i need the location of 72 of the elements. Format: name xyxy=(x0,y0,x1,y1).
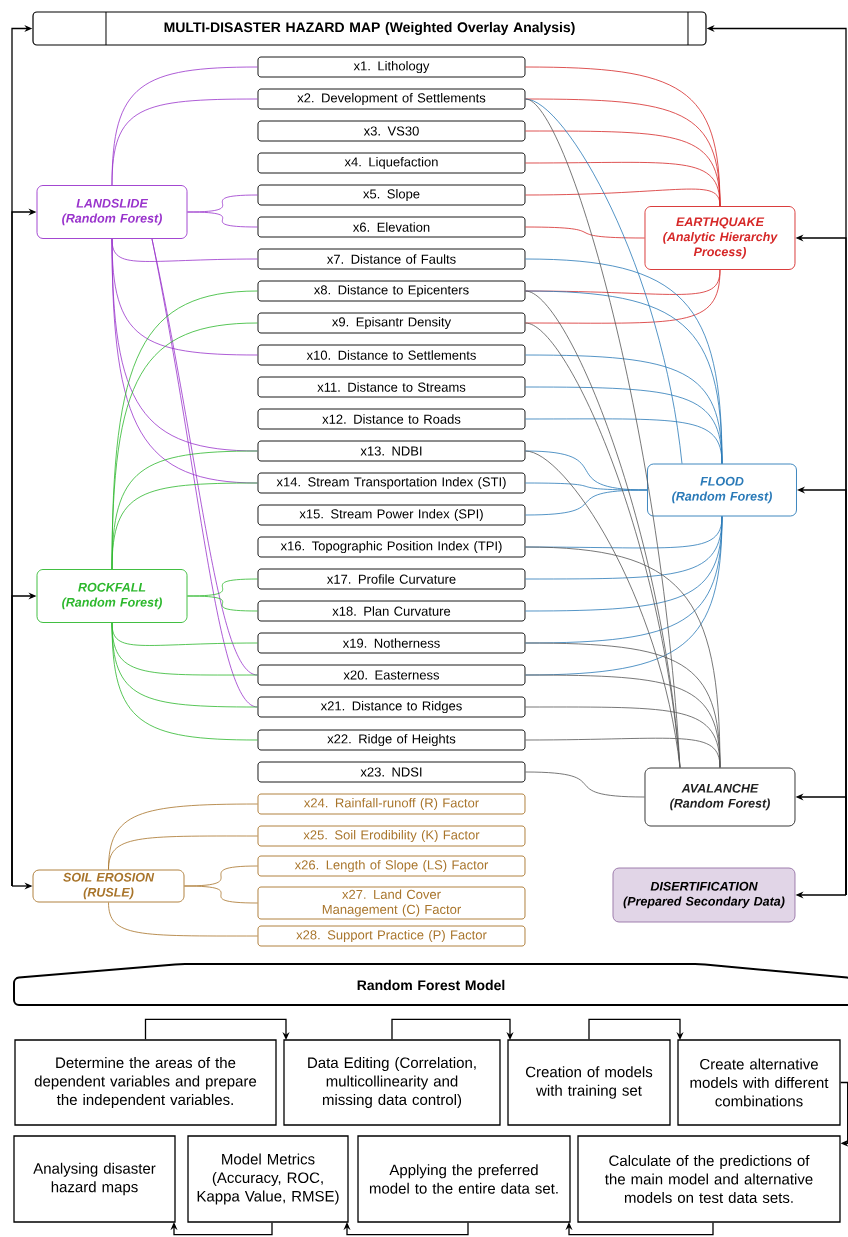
factor-box: x1. Lithology xyxy=(257,56,526,78)
hazard-box: DISERTIFICATION (Prepared Secondary Data) xyxy=(612,867,796,923)
connector-line xyxy=(525,489,648,516)
connector-line xyxy=(111,98,258,186)
factor-box: x12. Distance to Roads xyxy=(257,408,526,430)
factor-box: x18. Plan Curvature xyxy=(257,600,526,622)
hazard-box: LANDSLIDE (Random Forest) xyxy=(36,185,188,239)
process-box: Analysing disaster hazard maps xyxy=(13,1135,176,1223)
hazard-box: ROCKFALL (Random Forest) xyxy=(36,569,188,623)
arrow xyxy=(144,1018,290,1040)
factor-box: x19. Notherness xyxy=(257,632,526,654)
connector-line xyxy=(525,418,723,464)
factor-box: x7. Distance of Faults xyxy=(257,248,526,270)
process-box: Determine the areas of the dependent variables and prepare the independent variables. xyxy=(14,1039,277,1126)
process-box: Data Editing (Correlation, multicollinearity and missing data control) xyxy=(283,1039,501,1126)
connector-line xyxy=(525,98,681,768)
process-box: Calculate of the predictions of the main model and alternative models on test data sets. xyxy=(577,1135,841,1223)
factor-box: x11. Distance to Streams xyxy=(257,376,526,398)
factor-box: x4. Liquefaction xyxy=(257,152,526,174)
factor-box: x13. NDBI xyxy=(257,440,526,462)
connector-line xyxy=(525,226,645,239)
factor-box: x14. Stream Transportation Index (STI) xyxy=(257,472,526,494)
connector-line xyxy=(187,211,258,228)
factor-box: x9. Episantr Density xyxy=(257,312,526,334)
factor-box: x10. Distance to Settlements xyxy=(257,344,526,366)
connector-line xyxy=(525,269,721,324)
factor-box: x24. Rainfall-runoff (R) Factor xyxy=(257,793,526,815)
factor-box: x3. VS30 xyxy=(257,120,526,142)
factor-box: x26. Length of Slope (LS) Factor xyxy=(257,855,526,877)
factor-box: x23. NDSI xyxy=(257,761,526,783)
factor-box: x17. Profile Curvature xyxy=(257,568,526,590)
hazard-box: FLOOD (Random Forest) xyxy=(647,463,797,517)
connector-line xyxy=(525,386,723,464)
factor-box: x20. Easterness xyxy=(257,664,526,686)
connector-line xyxy=(187,595,258,612)
arrow xyxy=(565,1222,714,1236)
connector-line xyxy=(108,902,258,937)
factor-box: x22. Ridge of Heights xyxy=(257,729,526,751)
connector-line xyxy=(108,835,258,870)
connector-line xyxy=(525,161,721,207)
connector-line xyxy=(111,622,258,741)
title-box: MULTI-DISASTER HAZARD MAP (Weighted Overlay Analysis) xyxy=(32,11,707,46)
hazard-box: EARTHQUAKE (Analytic Hierarchy Process) xyxy=(644,206,796,270)
connector-line xyxy=(525,771,645,798)
factor-box: x8. Distance to Epicenters xyxy=(257,280,526,302)
connector-line xyxy=(525,737,721,768)
arrow xyxy=(840,1081,848,1147)
factor-box: x15. Stream Power Index (SPI) xyxy=(257,504,526,526)
model-banner: Random Forest Model xyxy=(13,963,848,1006)
arrow xyxy=(391,1018,514,1040)
connector-line xyxy=(525,450,681,768)
connector-line xyxy=(184,885,258,904)
process-box: Applying the preferred model to the entire data set. xyxy=(357,1135,571,1223)
hazard-box: AVALANCHE (Random Forest) xyxy=(644,767,796,827)
process-box: Creation of models with training set xyxy=(507,1039,671,1126)
connector-line xyxy=(525,188,721,207)
arrow xyxy=(170,1222,273,1236)
process-box: Create alternative models with different combinations xyxy=(677,1039,841,1126)
process-box: Model Metrics (Accuracy, ROC, Kappa Value, RMSE) xyxy=(187,1135,349,1223)
connector-line xyxy=(525,98,683,464)
factor-box: x27. Land Cover Management (C) Factor xyxy=(257,886,526,920)
hazard-box: SOIL EROSION (RUSLE) xyxy=(32,869,185,903)
factor-box: x28. Support Practice (P) Factor xyxy=(257,925,526,947)
factor-box: x16. Topographic Position Index (TPI) xyxy=(257,536,526,558)
arrow xyxy=(343,1222,469,1236)
connector-line xyxy=(111,482,258,570)
factor-box: x25. Soil Erodibility (K) Factor xyxy=(257,825,526,847)
factor-box: x21. Distance to Ridges xyxy=(257,696,526,718)
factor-box: x6. Elevation xyxy=(257,216,526,238)
factor-box: x2. Development of Settlements xyxy=(257,88,526,110)
arrow xyxy=(588,1018,684,1040)
factor-box: x5. Slope xyxy=(257,184,526,206)
